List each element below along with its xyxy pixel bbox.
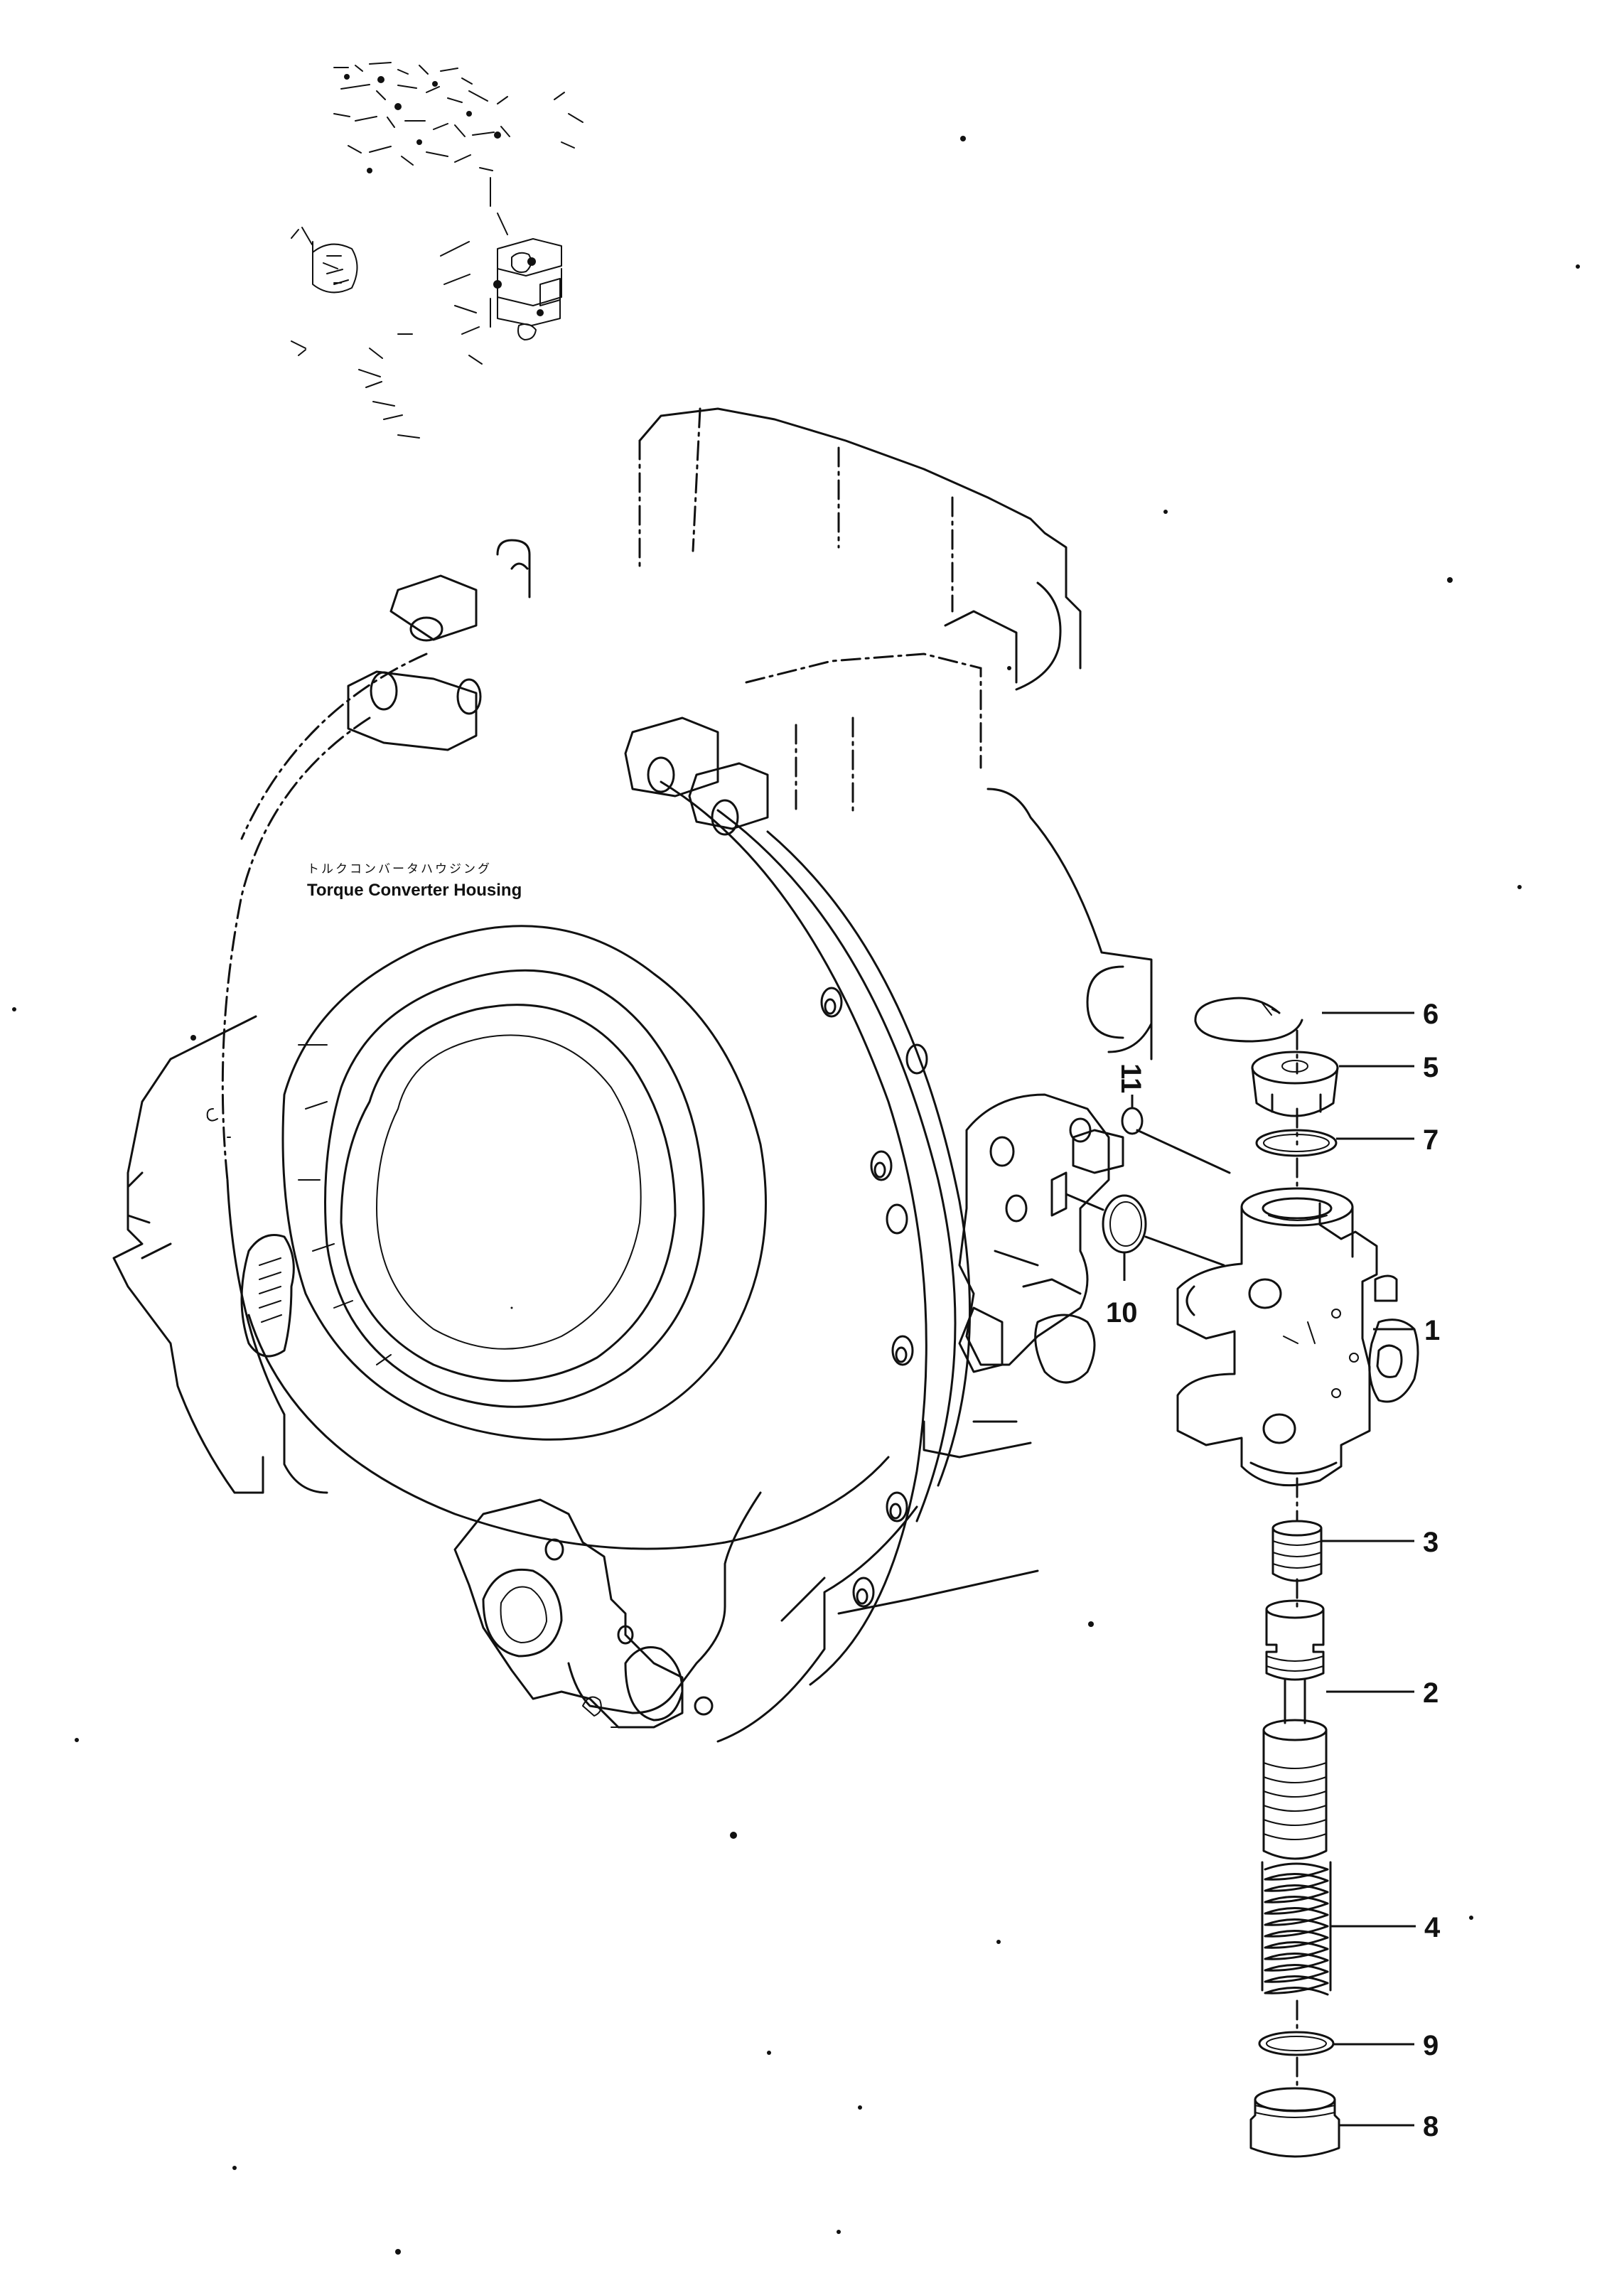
callout-8: 8 — [1423, 2111, 1439, 2142]
callout-6: 6 — [1423, 999, 1439, 1030]
callout-4: 4 — [1424, 1912, 1441, 1943]
o-ring-part-small — [1121, 1107, 1144, 1135]
scan-specks — [12, 136, 1580, 2255]
valve-body-part — [1176, 1187, 1419, 1487]
callout-1: 1 — [1424, 1315, 1440, 1346]
callout-9: 9 — [1423, 2030, 1439, 2061]
housing-label: トルクコンバータハウジング Torque Converter Housing — [307, 862, 522, 900]
valve-exploded-parts — [1065, 997, 1419, 2158]
locator-thumbnail — [291, 62, 584, 439]
torque-converter-housing — [112, 407, 1153, 1743]
snap-ring-part — [1194, 997, 1303, 1043]
callout-10: 10 — [1106, 1297, 1138, 1328]
o-ring-part-top — [1255, 1129, 1338, 1157]
spring-part — [1261, 1861, 1332, 1996]
housing-label-japanese: トルクコンバータハウジング — [307, 862, 492, 876]
housing-label-english: Torque Converter Housing — [307, 881, 522, 900]
plug-part-top — [1251, 1051, 1339, 1117]
callout-labels: 6 5 7 11 10 1 3 2 4 9 8 — [1106, 999, 1441, 2142]
callout-2: 2 — [1423, 1677, 1439, 1709]
callout-7: 7 — [1423, 1124, 1439, 1156]
o-ring-part-bottom — [1258, 2031, 1335, 2056]
callout-11: 11 — [1115, 1063, 1146, 1093]
spool-part — [1262, 1599, 1328, 1860]
leader-lines — [1123, 1011, 1416, 2127]
piston-part — [1271, 1520, 1323, 1582]
plug-part-bottom — [1249, 2087, 1340, 2158]
callout-5: 5 — [1423, 1052, 1439, 1083]
callout-3: 3 — [1423, 1527, 1439, 1558]
